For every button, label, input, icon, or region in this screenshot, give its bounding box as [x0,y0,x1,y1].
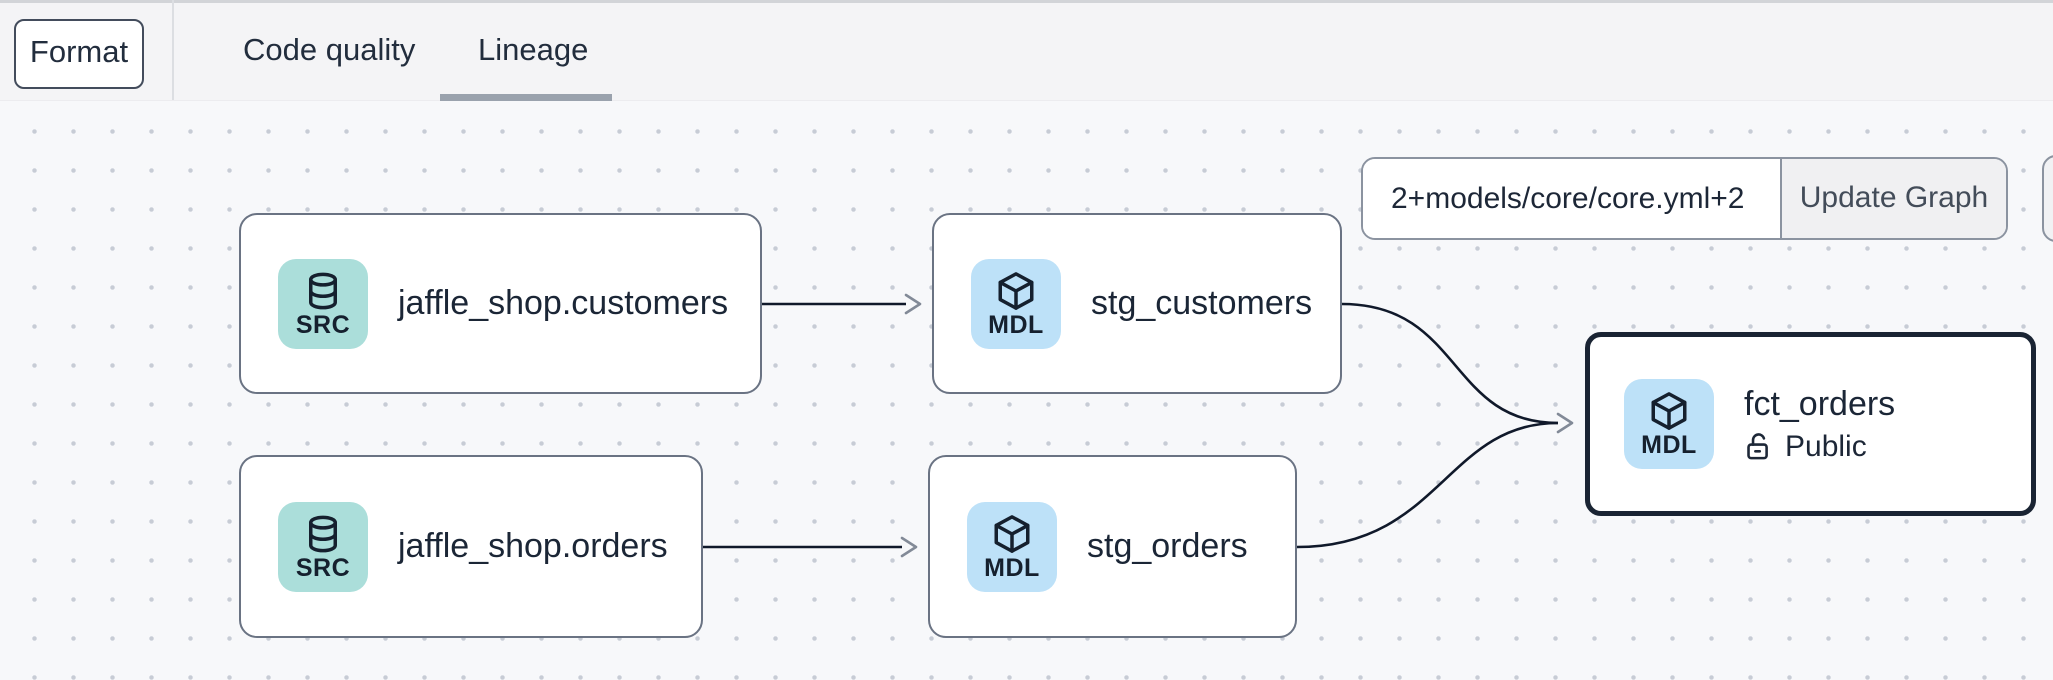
model-badge: MDL [1624,379,1714,469]
lineage-edges [703,293,1574,558]
node-source-jaffle-shop-customers[interactable]: SRC jaffle_shop.customers [239,213,762,394]
update-graph-button[interactable]: Update Graph [1780,159,2006,238]
cube-icon [1651,392,1687,430]
access-row: Public [1744,430,1895,464]
lineage-canvas[interactable]: SRC jaffle_shop.customers MDL stg_custom… [0,101,2053,680]
node-label: jaffle_shop.orders [398,527,668,565]
edge-stgorders-to-fct [1296,421,1559,549]
node-source-jaffle-shop-orders[interactable]: SRC jaffle_shop.orders [239,455,703,638]
node-label: fct_orders [1744,384,1896,423]
model-badge: MDL [971,258,1061,349]
badge-label: MDL [1641,431,1697,459]
topbar: Format Code quality Lineage [0,0,2053,101]
badge-label: SRC [295,553,351,582]
tab-lineage[interactable]: Lineage [478,32,589,67]
badge-label: SRC [295,310,351,339]
database-icon [309,272,337,309]
node-model-stg-customers[interactable]: MDL stg_customers [932,213,1342,394]
arrowhead-icon [900,536,918,558]
edge-stgcustomers-to-fct [1341,302,1559,425]
topbar-divider [172,0,174,100]
active-tab-indicator [440,94,612,101]
tab-code-quality[interactable]: Code quality [243,32,416,67]
unlock-icon [1747,433,1768,460]
node-model-stg-orders[interactable]: MDL stg_orders [928,455,1297,638]
node-label: jaffle_shop.customers [398,284,729,322]
node-model-fct-orders[interactable]: MDL fct_orders Public [1585,332,2036,516]
database-icon [309,515,337,552]
node-label: stg_customers [1091,284,1313,322]
model-badge: MDL [967,501,1057,592]
selector-group: Update Graph [1361,157,2008,240]
arrowhead-icon [904,293,922,315]
source-badge: SRC [278,501,368,592]
format-button[interactable]: Format [14,19,144,89]
node-label: stg_orders [1087,527,1248,565]
clipped-toolbar-button[interactable] [2042,155,2053,242]
badge-label: MDL [984,553,1040,582]
window-top-divider [0,0,2053,3]
cube-icon [994,514,1030,553]
badge-label: MDL [988,310,1044,339]
node-text: fct_orders Public [1744,385,1895,464]
arrowhead-icon [1556,412,1574,434]
source-badge: SRC [278,258,368,349]
cube-icon [998,271,1034,310]
access-label: Public [1785,429,1867,463]
model-selector-input[interactable] [1363,159,1780,238]
